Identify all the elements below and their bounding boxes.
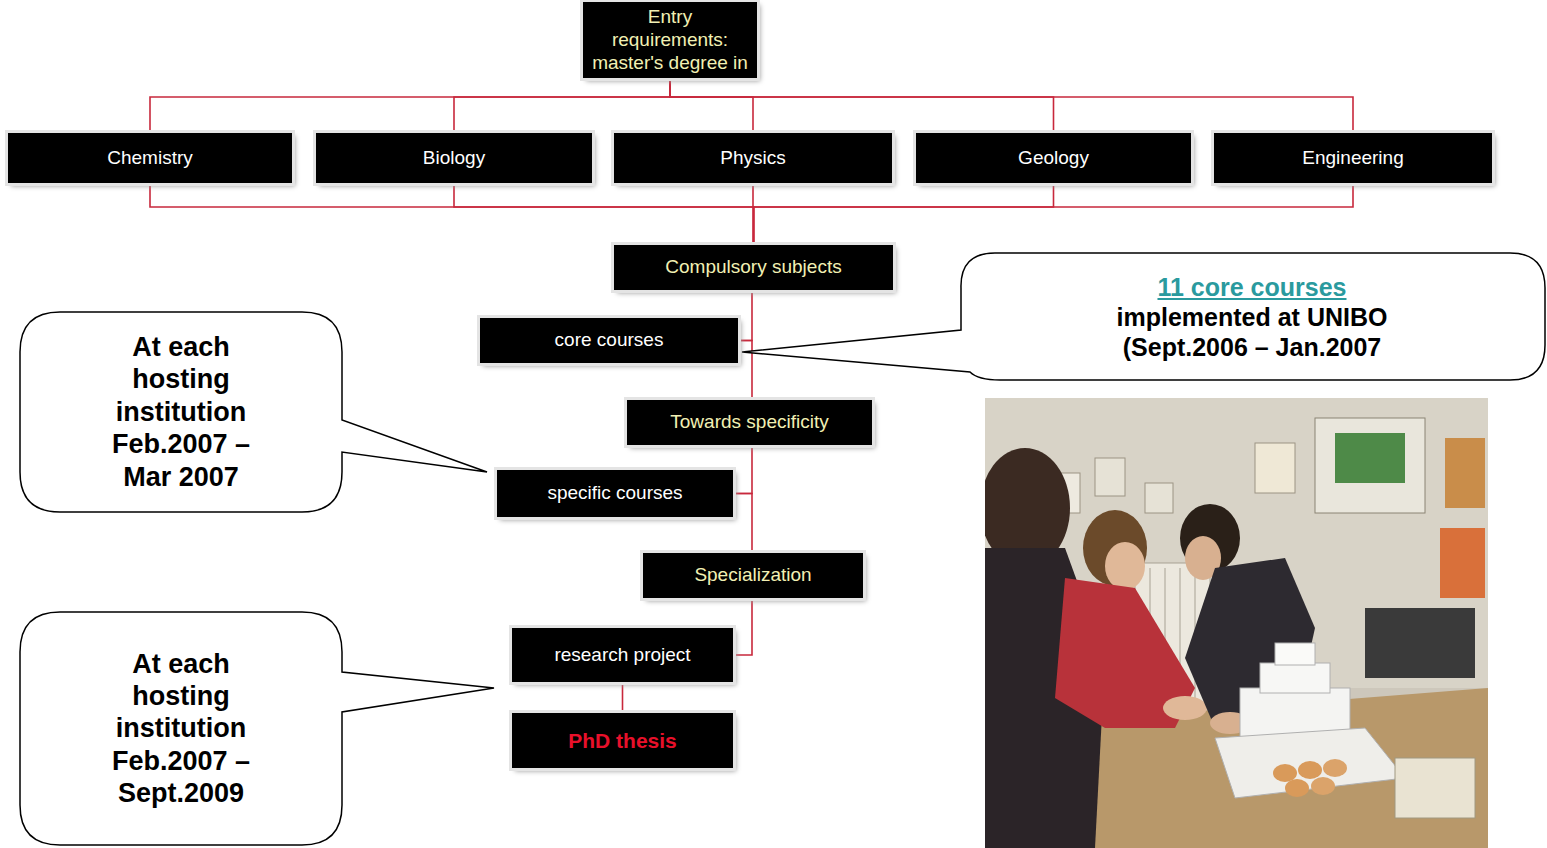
discipline-box: Biology — [316, 133, 592, 183]
stage-box: Compulsory subjects — [614, 245, 893, 290]
callout-outline — [20, 312, 487, 512]
connector-line — [733, 598, 752, 655]
photo-illustration — [985, 398, 1488, 848]
callout-text: implemented at UNIBO (Sept.2006 – Jan.20… — [1085, 302, 1420, 362]
box-label: Engineering — [1302, 147, 1403, 170]
callout-text: At each hosting institution Feb.2007 – M… — [94, 331, 269, 493]
box-label: Chemistry — [107, 147, 193, 170]
connector-line — [733, 445, 752, 494]
discipline-box: Chemistry — [8, 133, 292, 183]
course-box: research project — [512, 628, 733, 682]
box-label: Biology — [423, 147, 485, 170]
connector-line — [738, 341, 752, 401]
connector-line — [454, 78, 670, 133]
connector-line — [670, 78, 1353, 133]
connector-line — [670, 78, 753, 133]
connector-line — [733, 494, 752, 554]
connector-line — [150, 183, 754, 245]
connector-line — [754, 183, 1054, 245]
callout-text: At each hosting institution Feb.2007 – S… — [94, 648, 269, 810]
discipline-box: Engineering — [1214, 133, 1492, 183]
callout-bubble: 11 core coursesimplemented at UNIBO (Sep… — [962, 256, 1542, 378]
box-label: Towards specificity — [670, 411, 828, 434]
box-label: Entry requirements: master's degree in — [591, 6, 749, 74]
callout-link: 11 core courses — [1157, 272, 1346, 302]
box-label: Physics — [720, 147, 785, 170]
box-label: Specialization — [694, 564, 811, 587]
course-box: specific courses — [497, 470, 733, 517]
connector-line — [454, 183, 754, 245]
course-box: core courses — [480, 318, 738, 363]
connector-line — [754, 183, 1354, 245]
discipline-box: Geology — [916, 133, 1191, 183]
box-label: core courses — [555, 329, 664, 352]
callout-outline — [20, 612, 494, 845]
box-label: Compulsory subjects — [665, 256, 841, 279]
connector-line — [670, 78, 1054, 133]
connector-line — [622, 682, 624, 713]
callout-bubble: At each hosting institution Feb.2007 – S… — [22, 614, 340, 843]
entry-box: Entry requirements: master's degree in — [583, 2, 757, 78]
box-label: specific courses — [547, 482, 682, 505]
connector-line — [738, 290, 752, 341]
callout-bubble: At each hosting institution Feb.2007 – M… — [22, 314, 340, 510]
stage-box: Towards specificity — [627, 400, 872, 445]
discipline-box: Physics — [614, 133, 892, 183]
stage-box: Specialization — [643, 553, 863, 598]
box-label: PhD thesis — [568, 728, 677, 753]
connector-line — [150, 78, 670, 133]
thesis-box: PhD thesis — [512, 713, 733, 768]
box-label: research project — [554, 644, 690, 667]
box-label: Geology — [1018, 147, 1089, 170]
